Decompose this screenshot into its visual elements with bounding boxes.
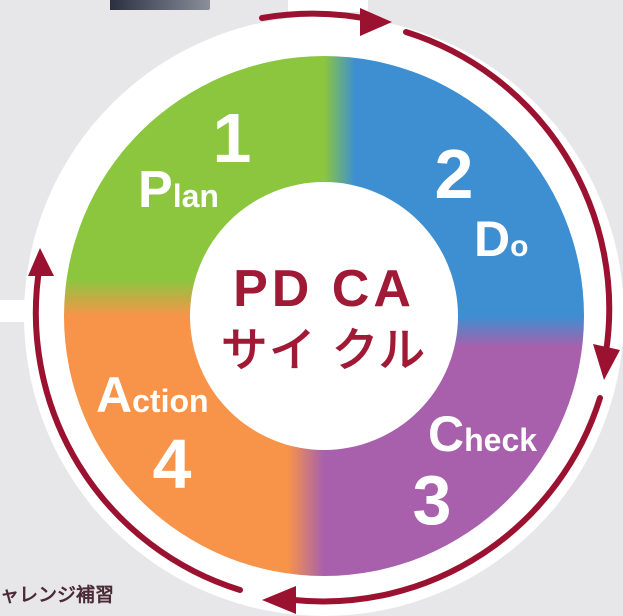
center-subtitle: サイ クル xyxy=(221,324,426,376)
arrow-arc-left xyxy=(32,261,243,593)
action-label-rest: ction xyxy=(132,383,208,419)
arrowhead-bottom xyxy=(262,586,296,614)
check-label: Check xyxy=(428,406,537,462)
check-number: 3 xyxy=(413,461,452,539)
plan-label-initial: P xyxy=(138,161,173,219)
center-disc xyxy=(190,182,458,450)
plan-label-rest: lan xyxy=(173,178,219,214)
check-label-initial: C xyxy=(428,406,464,462)
do-label-initial: D xyxy=(474,211,510,267)
do-label-rest: o xyxy=(510,230,528,263)
action-label-initial: A xyxy=(96,367,132,423)
check-label-rest: heck xyxy=(464,422,537,458)
action-number: 4 xyxy=(153,425,192,503)
arrowhead-right xyxy=(593,344,620,380)
do-label: Do xyxy=(474,211,528,267)
plan-number: 1 xyxy=(213,99,252,177)
action-label: Action xyxy=(96,367,209,423)
footer-caption: ャレンジ補習 xyxy=(0,584,115,606)
arrow-arc-bottom xyxy=(291,395,603,605)
arrow-arc-right xyxy=(403,29,613,355)
plan-label: Plan xyxy=(138,161,219,219)
center-title: PD CA xyxy=(233,260,415,318)
photo-fragment xyxy=(110,0,210,10)
top-white-notch xyxy=(288,0,368,12)
arrowhead-top xyxy=(360,8,392,36)
arrowhead-left xyxy=(28,248,54,276)
do-number: 2 xyxy=(435,135,474,213)
left-white-bar xyxy=(0,300,30,322)
